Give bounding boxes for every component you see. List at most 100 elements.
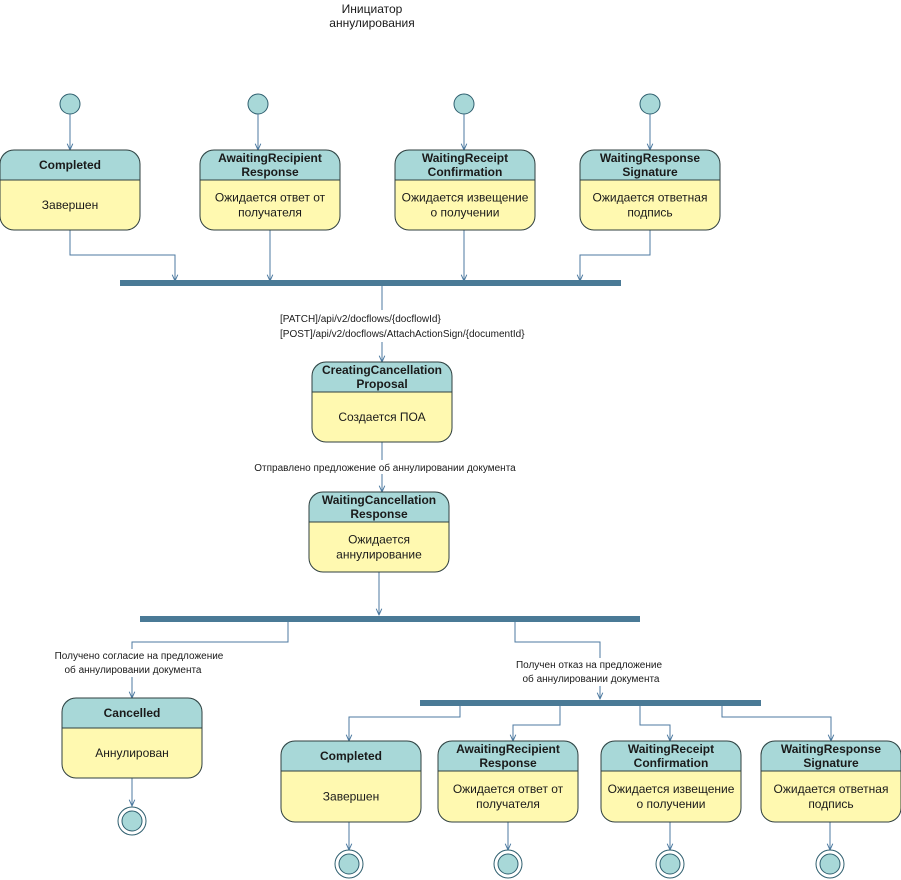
- state-outline: [760, 740, 901, 823]
- edge-completed-bar1: [69, 230, 175, 281]
- state-outline: [0, 149, 141, 231]
- state-waiting-cancellation-response: WaitingCancellationResponseОжидаетсяанну…: [308, 491, 450, 573]
- state-title: Confirmation: [428, 165, 503, 179]
- state-body-text: о получении: [431, 206, 500, 220]
- initial-state-4: [639, 93, 661, 115]
- state-outline: [199, 149, 341, 231]
- state-header: [438, 741, 578, 771]
- sent-proposal-label-bg: [240, 460, 532, 474]
- accepted-label-line1: Получено согласие на предложение: [55, 651, 224, 662]
- rejected-label-line2: об аннулировании документа: [523, 673, 660, 685]
- state-title: Confirmation: [634, 756, 709, 770]
- sync-bar-1: [120, 280, 621, 286]
- state-title: CreatingCancellation: [322, 363, 442, 377]
- api-labels-bg: [278, 310, 556, 342]
- state-body-text: Аннулирован: [95, 746, 169, 760]
- edge-bar3-signature: [721, 706, 831, 741]
- sent-proposal-label: Отправлено предложение об аннулировании …: [254, 462, 516, 474]
- state-body-text: Ожидается ответ от: [215, 191, 326, 205]
- edge-signature-bar1: [580, 230, 651, 281]
- state-body-text: о получении: [637, 797, 706, 811]
- final-state-completed: [334, 849, 364, 879]
- final-state-awaiting: [493, 849, 523, 879]
- diagram-header-line1: Инициатор: [342, 2, 403, 16]
- state-body-text: Ожидается: [348, 533, 410, 547]
- state-outline: [394, 149, 536, 231]
- state-body-text: Ожидается ответная: [593, 191, 708, 205]
- state-title: AwaitingRecipient: [456, 742, 560, 756]
- sync-bar-3: [420, 700, 761, 706]
- state-outline: [308, 491, 450, 573]
- state-header: [312, 362, 452, 392]
- final-state-receipt: [655, 849, 685, 879]
- accepted-label-bg: [44, 649, 234, 677]
- state-body-text: Ожидается ответ от: [453, 782, 564, 796]
- state-body-text: Ожидается извещение: [608, 782, 735, 796]
- rejected-label-line1: Получен отказ на предложение: [516, 660, 663, 671]
- rejected-label-bg: [506, 658, 674, 686]
- state-title: Response: [350, 507, 408, 521]
- diagram-header-line2: аннулирования: [329, 16, 414, 30]
- state-title: WaitingCancellation: [322, 493, 436, 507]
- state-body-text: Завершен: [323, 790, 379, 804]
- edge-bar3-receipt: [639, 706, 670, 741]
- state-title: Response: [479, 756, 537, 770]
- initial-state-2: [247, 93, 269, 115]
- edge-bar3-completed: [349, 706, 461, 741]
- state-outline: [311, 361, 453, 443]
- state-title: Completed: [320, 749, 382, 763]
- state-body-text: Ожидается извещение: [402, 191, 529, 205]
- state-body-text: Завершен: [42, 198, 98, 212]
- final-state-signature: [815, 849, 845, 879]
- state-header: [62, 698, 202, 728]
- state-header: [309, 492, 449, 522]
- state-header: [200, 150, 340, 180]
- state-title: WaitingResponse: [781, 742, 882, 756]
- state-title: AwaitingRecipient: [218, 151, 322, 165]
- state-title: Signature: [622, 165, 678, 179]
- state-outline: [579, 149, 721, 231]
- state-title: Cancelled: [104, 706, 161, 720]
- state-body-text: Ожидается ответная: [774, 782, 889, 796]
- state-body-text: получателя: [238, 206, 302, 220]
- state-title: Signature: [803, 756, 859, 770]
- state-header: [0, 150, 140, 180]
- state-outline: [437, 740, 579, 823]
- state-body-text: получателя: [476, 797, 540, 811]
- state-title: WaitingReceipt: [422, 151, 508, 165]
- state-body-text: подпись: [627, 206, 672, 220]
- state-header: [761, 741, 901, 771]
- sync-bar-2: [140, 616, 640, 622]
- state-title: Response: [241, 165, 299, 179]
- state-body-text: подпись: [808, 797, 853, 811]
- state-header: [580, 150, 720, 180]
- api-patch-label: [PATCH]/api/v2/docflows/{docflowId}: [280, 314, 441, 325]
- state-header: [601, 741, 741, 771]
- final-state-cancelled: [117, 806, 147, 836]
- initial-state-1: [59, 93, 81, 115]
- state-header: [395, 150, 535, 180]
- state-title: WaitingReceipt: [628, 742, 714, 756]
- state-outline: [600, 740, 742, 823]
- state-title: Proposal: [356, 377, 407, 391]
- api-post-label: [POST]/api/v2/docflows/AttachActionSign/…: [280, 329, 525, 340]
- state-body-text: Создается ПОА: [338, 410, 425, 424]
- state-outline: [280, 740, 422, 823]
- state-header: [281, 741, 421, 771]
- state-body-text: аннулирование: [336, 548, 422, 562]
- accepted-label-line2: об аннулировании документа: [65, 664, 202, 676]
- initial-state-3: [453, 93, 475, 115]
- state-title: WaitingResponse: [600, 151, 701, 165]
- edge-bar3-awaiting: [513, 706, 561, 741]
